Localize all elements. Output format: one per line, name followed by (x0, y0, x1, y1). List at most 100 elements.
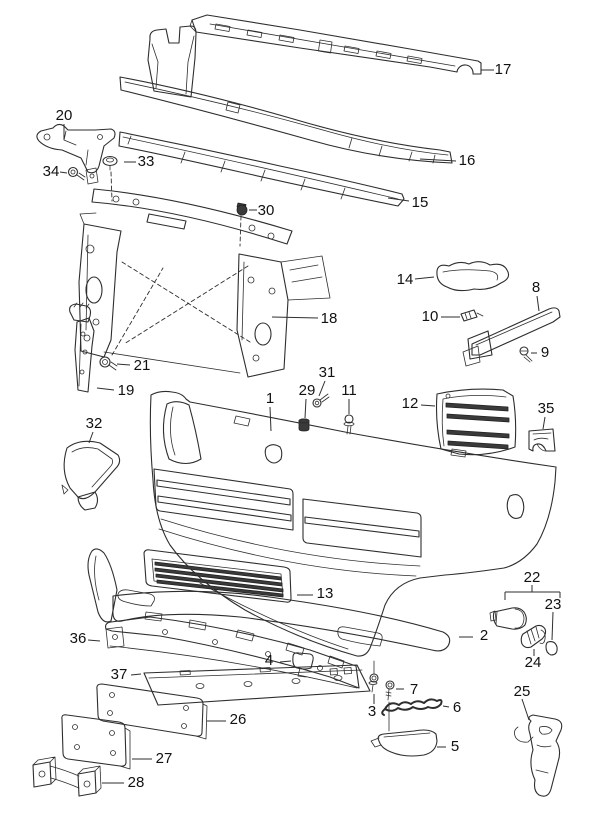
callout-31[interactable]: 31 (318, 364, 336, 397)
callout-17[interactable]: 17 (481, 61, 511, 78)
callout-number-10[interactable]: 10 (422, 308, 439, 325)
callout-number-4[interactable]: 4 (265, 652, 273, 669)
callout-27[interactable]: 27 (132, 750, 172, 767)
callout-3[interactable]: 3 (368, 694, 376, 720)
callout-37[interactable]: 37 (111, 666, 142, 683)
part-11-screw (343, 414, 355, 435)
callout-number-1[interactable]: 1 (266, 390, 274, 407)
callout-number-36[interactable]: 36 (70, 630, 87, 647)
part-30-grommet (236, 202, 248, 247)
callout-30[interactable]: 30 (249, 202, 274, 219)
callout-number-12[interactable]: 12 (402, 395, 419, 412)
callout-leader-line (414, 276, 435, 280)
callout-26[interactable]: 26 (207, 711, 246, 728)
callout-number-26[interactable]: 26 (230, 711, 247, 728)
callout-number-21[interactable]: 21 (134, 357, 151, 374)
part-33-cap (102, 155, 118, 202)
callout-25[interactable]: 25 (514, 683, 531, 721)
callout-leader-line (542, 416, 546, 430)
callout-leader-line (387, 197, 410, 202)
callout-number-29[interactable]: 29 (299, 382, 316, 399)
callout-number-7[interactable]: 7 (410, 681, 418, 698)
callout-number-19[interactable]: 19 (118, 382, 135, 399)
callout-leader-line (521, 698, 530, 721)
callout-28[interactable]: 28 (102, 774, 144, 791)
callout-number-15[interactable]: 15 (412, 194, 429, 211)
part-4-clip (292, 652, 314, 678)
callout-number-28[interactable]: 28 (128, 774, 145, 791)
part-5-lower-trim-piece (370, 729, 438, 757)
callout-7[interactable]: 7 (396, 681, 418, 698)
callout-32[interactable]: 32 (86, 415, 103, 444)
callout-number-18[interactable]: 18 (321, 310, 338, 327)
callout-number-32[interactable]: 32 (86, 415, 103, 432)
callout-number-3[interactable]: 3 (368, 703, 376, 720)
part-37-underbody-tray (143, 664, 371, 706)
callout-number-34[interactable]: 34 (43, 163, 60, 180)
callout-5[interactable]: 5 (437, 738, 459, 755)
callout-18[interactable]: 18 (271, 310, 338, 327)
callout-24[interactable]: 24 (525, 649, 542, 671)
callout-number-22[interactable]: 22 (524, 569, 541, 586)
callout-33[interactable]: 33 (124, 153, 154, 170)
part-23-cap (545, 641, 558, 656)
callout-number-5[interactable]: 5 (451, 738, 459, 755)
callout-number-31[interactable]: 31 (319, 364, 336, 381)
callout-8[interactable]: 8 (532, 279, 540, 312)
callout-11[interactable]: 11 (341, 382, 357, 414)
callout-14[interactable]: 14 (397, 271, 435, 288)
callout-leader-line (96, 387, 115, 391)
callout-leader-line (130, 673, 142, 676)
callout-number-2[interactable]: 2 (480, 627, 488, 644)
callout-number-25[interactable]: 25 (514, 683, 531, 700)
callout-number-17[interactable]: 17 (495, 61, 512, 78)
callout-number-8[interactable]: 8 (532, 279, 540, 296)
callout-22[interactable]: 22 (504, 569, 561, 600)
callout-number-20[interactable]: 20 (56, 107, 73, 124)
callout-number-33[interactable]: 33 (138, 153, 155, 170)
callout-leader-line (536, 295, 540, 312)
callout-number-24[interactable]: 24 (525, 654, 542, 671)
part-12-side-grille (435, 388, 517, 456)
callout-number-14[interactable]: 14 (397, 271, 414, 288)
callout-15[interactable]: 15 (387, 194, 429, 211)
part-6-retaining-strip-highlighted[interactable] (381, 698, 443, 716)
callout-19[interactable]: 19 (96, 382, 135, 399)
callout-10[interactable]: 10 (422, 308, 460, 325)
callout-34[interactable]: 34 (43, 163, 68, 180)
callout-20[interactable]: 20 (56, 107, 73, 140)
callout-36[interactable]: 36 (70, 630, 101, 647)
callout-13[interactable]: 13 (297, 585, 333, 602)
callout-leader-line (116, 363, 131, 366)
callout-leader-line (419, 158, 457, 162)
callout-number-35[interactable]: 35 (538, 400, 555, 417)
callout-number-30[interactable]: 30 (258, 202, 275, 219)
callout-2[interactable]: 2 (459, 627, 488, 644)
callout-23[interactable]: 23 (545, 596, 562, 641)
part-27-plate-bracket (61, 714, 131, 770)
part-19-side-bracket (69, 302, 95, 393)
callout-6[interactable]: 6 (442, 699, 461, 716)
callout-leader-line (87, 639, 101, 642)
callout-35[interactable]: 35 (538, 400, 555, 430)
callout-number-11[interactable]: 11 (341, 382, 357, 399)
callout-21[interactable]: 21 (116, 357, 151, 374)
callout-number-13[interactable]: 13 (317, 585, 334, 602)
callout-leader-line (59, 171, 68, 174)
part-16-impact-beam (119, 25, 453, 164)
part-36-lower-trim (105, 611, 360, 689)
callout-number-6[interactable]: 6 (453, 699, 461, 716)
callout-number-37[interactable]: 37 (111, 666, 128, 683)
callout-number-27[interactable]: 27 (156, 750, 173, 767)
callout-1[interactable]: 1 (266, 390, 274, 432)
callout-number-23[interactable]: 23 (545, 596, 562, 613)
callout-4[interactable]: 4 (265, 652, 292, 669)
callout-number-9[interactable]: 9 (541, 344, 549, 361)
callout-9[interactable]: 9 (531, 344, 549, 361)
part-24-sensor (520, 624, 547, 649)
callout-29[interactable]: 29 (299, 382, 316, 419)
callout-number-16[interactable]: 16 (459, 152, 476, 169)
callout-12[interactable]: 12 (402, 395, 436, 412)
callout-16[interactable]: 16 (419, 152, 476, 169)
